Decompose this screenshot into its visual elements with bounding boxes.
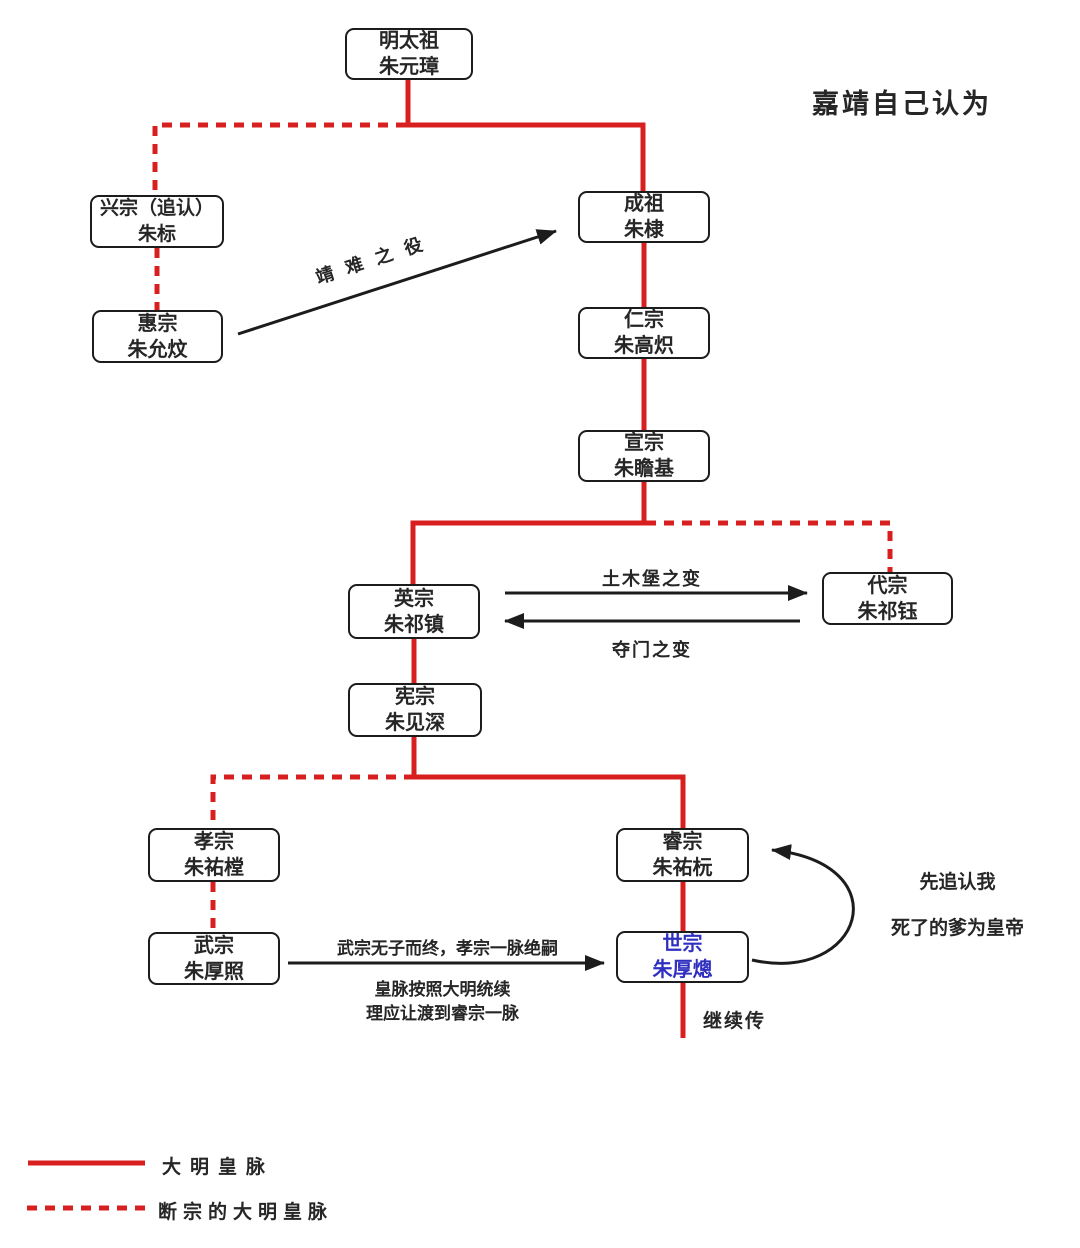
succession-note-line1: 武宗无子而终，孝宗一脉绝嗣 bbox=[337, 939, 558, 958]
node-huizong-name: 朱允炆 bbox=[127, 338, 188, 361]
node-chengzu-title: 成祖 bbox=[624, 193, 664, 215]
recognize-note-line2: 死了的爹为皇帝 bbox=[890, 918, 1024, 939]
node-xingzong-name: 朱标 bbox=[137, 223, 176, 245]
node-xianzong-name: 朱见深 bbox=[385, 712, 445, 734]
node-taizu-title: 明太祖 bbox=[379, 30, 439, 52]
node-xuanzong: 宣宗 朱瞻基 bbox=[578, 430, 710, 482]
line-top-branch-right bbox=[406, 122, 646, 191]
continue-label: 继续传 bbox=[703, 1011, 767, 1032]
node-xiaozong: 孝宗 朱祐樘 bbox=[148, 828, 280, 882]
node-xianzong: 宪宗 朱见深 bbox=[348, 683, 482, 737]
node-wuzong-name: 朱厚照 bbox=[184, 960, 244, 983]
node-chengzu-name: 朱棣 bbox=[624, 219, 664, 241]
legend-solid-label: 大明皇脉 bbox=[162, 1157, 275, 1178]
line-junction1-left bbox=[410, 520, 646, 584]
node-xiaozong-name: 朱祐樘 bbox=[184, 857, 244, 879]
node-renzong-name: 朱高炽 bbox=[614, 335, 674, 357]
node-renzong-title: 仁宗 bbox=[624, 309, 664, 331]
dashed-junction1-right bbox=[646, 520, 893, 572]
node-daizong-title: 代宗 bbox=[867, 574, 908, 597]
node-ruizong-name: 朱祐杬 bbox=[652, 857, 713, 879]
node-ruizong-title: 睿宗 bbox=[662, 831, 703, 853]
node-huizong: 惠宗 朱允炆 bbox=[92, 310, 223, 363]
line-junction2-right bbox=[412, 774, 686, 828]
legend-dashed-label: 断宗的大明皇脉 bbox=[158, 1202, 334, 1223]
duomen-label: 夺门之变 bbox=[612, 640, 692, 660]
node-wuzong: 武宗 朱厚照 bbox=[148, 932, 280, 985]
jingnan-campaign-arrow bbox=[237, 229, 557, 336]
node-shizong-name: 朱厚熜 bbox=[652, 959, 713, 981]
succession-note-line3: 理应让渡到睿宗一脉 bbox=[366, 1004, 519, 1023]
node-ruizong: 睿宗 朱祐杬 bbox=[616, 828, 749, 882]
node-yingzong: 英宗 朱祁镇 bbox=[348, 584, 480, 639]
node-taizu-name: 朱元璋 bbox=[379, 56, 439, 78]
node-shizong: 世宗 朱厚熜 bbox=[616, 931, 749, 983]
succession-note-line2: 皇脉按照大明统续 bbox=[374, 980, 511, 999]
tumubao-label: 土木堡之变 bbox=[602, 569, 702, 589]
node-xiaozong-title: 孝宗 bbox=[194, 831, 234, 853]
node-huizong-title: 惠宗 bbox=[137, 312, 178, 335]
dashed-junction2-left bbox=[210, 774, 414, 828]
node-shizong-title: 世宗 bbox=[662, 933, 703, 955]
node-wuzong-title: 武宗 bbox=[194, 934, 234, 957]
node-daizong-name: 朱祁钰 bbox=[857, 600, 918, 623]
recognize-note-line1: 先追认我 bbox=[919, 872, 996, 893]
node-xianzong-title: 宪宗 bbox=[395, 686, 435, 708]
node-renzong: 仁宗 朱高炽 bbox=[578, 307, 710, 359]
node-xingzong: 兴宗（追认） 朱标 bbox=[90, 195, 224, 248]
node-daizong: 代宗 朱祁钰 bbox=[822, 572, 953, 625]
node-yingzong-name: 朱祁镇 bbox=[384, 613, 444, 636]
page-title: 嘉靖自己认为 bbox=[812, 89, 992, 119]
node-taizu: 明太祖 朱元璋 bbox=[345, 28, 473, 80]
posthumous-recognition-curved-arrow bbox=[751, 844, 855, 965]
node-xuanzong-name: 朱瞻基 bbox=[614, 458, 674, 480]
dashed-top-branch-left bbox=[152, 122, 406, 195]
node-xingzong-title: 兴宗（追认） bbox=[99, 197, 214, 219]
node-chengzu: 成祖 朱棣 bbox=[578, 191, 710, 243]
node-xuanzong-title: 宣宗 bbox=[624, 432, 664, 454]
node-yingzong-title: 英宗 bbox=[394, 587, 434, 610]
